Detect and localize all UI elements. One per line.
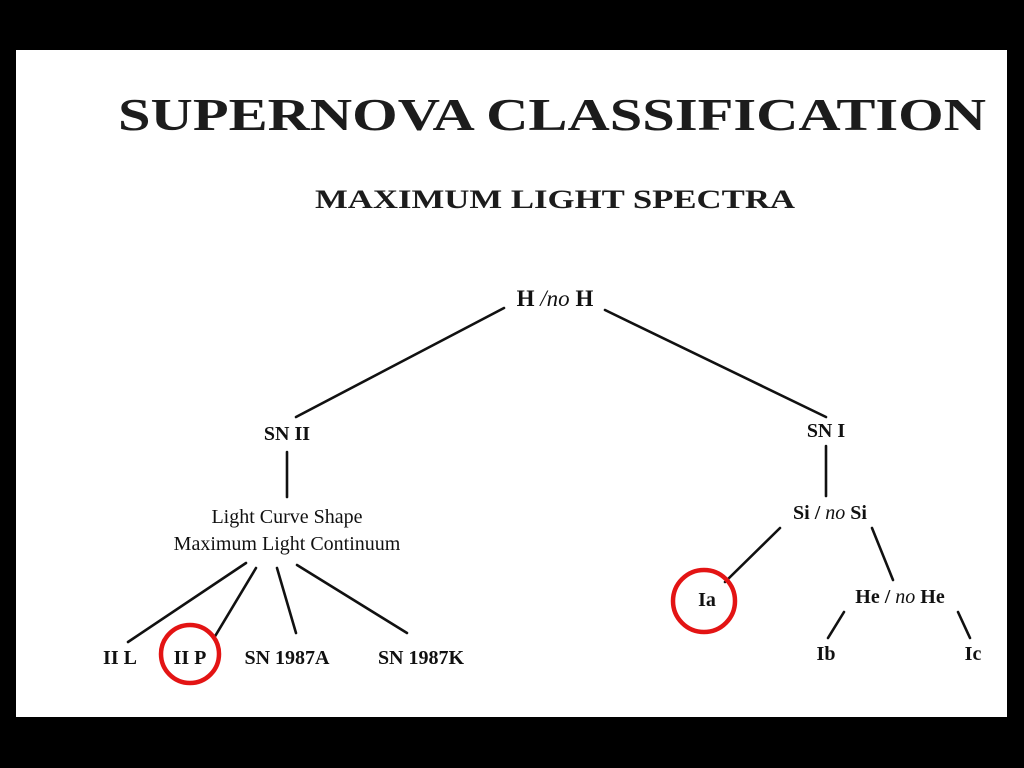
- leaf-Ic: Ic: [965, 643, 982, 665]
- leaf-II-L: II L: [103, 647, 137, 669]
- node-si-no-si: Si / no Si: [793, 502, 867, 524]
- node-sn-ii: SN II: [264, 423, 310, 445]
- criteria-light-curve-shape: Light Curve Shape: [211, 506, 362, 528]
- edge-si-Ia: [723, 526, 782, 584]
- edge-criteria-IIP: [212, 566, 258, 640]
- diagram-subtitle: MAXIMUM LIGHT SPECTRA: [315, 185, 795, 214]
- highlight-circle-II-P: [158, 622, 222, 686]
- leaf-sn-1987k: SN 1987K: [378, 647, 465, 669]
- node-he-no-he: He / no He: [855, 586, 945, 608]
- edge-he-Ib: [826, 610, 846, 640]
- highlight-circle-Ia: [670, 567, 738, 635]
- edge-criteria-sn1987k: [295, 563, 409, 635]
- diagram-title: SUPERNOVA CLASSIFICATION: [118, 89, 986, 140]
- leaf-Ia: Ia: [698, 589, 716, 611]
- edge-criteria-IIL: [126, 561, 248, 644]
- node-sn-i: SN I: [807, 420, 846, 442]
- criteria-max-light-continuum: Maximum Light Continuum: [174, 533, 401, 555]
- edge-criteria-sn1987a: [275, 566, 298, 635]
- leaf-sn-1987a: SN 1987A: [244, 647, 330, 669]
- edge-he-Ic: [956, 610, 972, 640]
- leaf-Ib: Ib: [817, 643, 836, 665]
- edge-root-sn2: [294, 306, 506, 419]
- edge-si-he: [870, 526, 895, 582]
- leaf-II-P: II P: [174, 647, 207, 669]
- node-root-h-no-h: H /no H: [517, 286, 594, 311]
- edge-root-sn1: [603, 308, 828, 419]
